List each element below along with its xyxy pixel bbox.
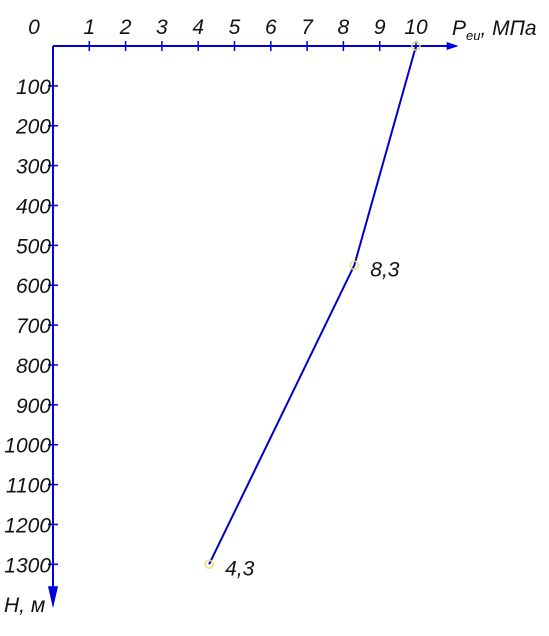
x-tick-label: 9 [374,16,386,39]
y-tick-label: 900 [16,395,51,418]
x-axis-title-subscript: еи [466,28,480,43]
series-line [208,45,417,565]
x-tick-label: 5 [229,16,241,39]
x-tick-label: 0 [28,16,40,39]
y-tick-label: 300 [16,156,51,179]
data-label: 8,3 [370,258,400,281]
y-axis-ticks: 100 200 300 400 500 600 700 800 900 1000 1100 1200 1… [4,76,58,577]
x-tick-label: 4 [192,16,204,39]
series-group: 8,3 4,3 [204,41,421,580]
y-tick-label: 400 [16,195,51,218]
y-tick-label: 600 [16,275,51,298]
x-tick-label: 3 [156,16,168,39]
y-tick-label: 1200 [4,514,51,537]
y-tick-label: 700 [16,315,51,338]
y-tick-label: 1100 [6,475,51,498]
x-axis-ticks: 0 1 2 3 4 5 6 7 8 9 10 [28,16,428,51]
y-tick-label: 800 [16,355,51,378]
data-point [349,260,360,271]
x-axis-title-main: P [452,17,466,40]
data-label: 4,3 [225,557,255,580]
x-tick-label: 10 [404,16,428,39]
x-tick-label: 7 [301,16,314,39]
y-tick-label: 1000 [4,435,51,458]
y-axis-title: H, м [4,594,45,617]
y-tick-label: 200 [15,116,51,139]
x-axis-arrow-icon [446,42,459,50]
y-axis-arrow-icon [48,586,58,609]
x-axis-title-unit: , МПа [480,17,536,40]
data-point [204,559,214,570]
y-tick-label: 100 [16,76,51,99]
y-tick-label: 500 [16,235,51,258]
x-tick-label: 2 [119,16,132,39]
x-axis-title: Pеи, МПа [452,17,537,43]
data-point [411,41,421,51]
x-tick-label: 6 [265,16,277,39]
x-tick-label: 8 [338,16,350,39]
x-tick-label: 1 [83,16,95,39]
y-tick-label: 1300 [4,554,51,577]
